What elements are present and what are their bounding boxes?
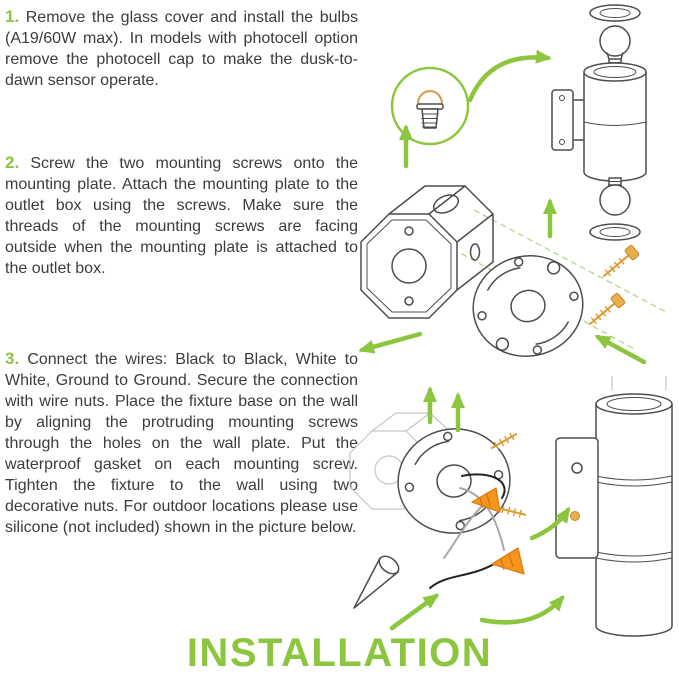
alignment-dashed-line — [473, 209, 667, 313]
illustration-fixture-bulbs — [390, 4, 647, 241]
plate-screw-icon — [570, 511, 580, 521]
outlet-box-icon — [360, 185, 494, 319]
silicone-tip-icon — [353, 555, 400, 609]
arrow-silicone-icon — [389, 593, 440, 631]
step-3-number: 3. — [5, 349, 20, 368]
arrow-curved-bottom-icon — [479, 594, 565, 625]
wire-nut-icon — [491, 547, 525, 575]
mounting-screw-icon — [589, 292, 626, 325]
wire-nut-icon — [471, 487, 501, 513]
step-3-text: Connect the wires: Black to Black, White… — [5, 351, 359, 536]
glass-cover-top-icon — [589, 4, 641, 22]
illustration-outlet-box-plate — [358, 185, 667, 365]
step-2: 2. Screw the two mounting screws onto th… — [5, 152, 358, 279]
step-1-text: Remove the glass cover and install the b… — [5, 9, 358, 89]
mounting-screw-icon — [603, 244, 640, 277]
wall-plate-icon — [555, 437, 599, 559]
step-1-number: 1. — [5, 7, 20, 26]
step-1: 1. Remove the glass cover and install th… — [5, 6, 358, 91]
arrow-screws-to-plate-icon — [594, 334, 647, 365]
bulb-bottom-icon — [599, 177, 631, 216]
protruding-screw-icon — [497, 505, 527, 518]
protruding-screw-icon — [491, 432, 518, 450]
glass-cover-bottom-icon — [589, 223, 641, 241]
arrow-to-wall-plate-icon — [529, 506, 571, 541]
mounting-plate-wired-icon — [397, 428, 511, 534]
bulb-top-icon — [599, 25, 631, 67]
step-3: 3. Connect the wires: Black to Black, Wh… — [5, 348, 358, 538]
wall-guide-line — [611, 376, 667, 391]
step-2-text: Screw the two mounting screws onto the m… — [5, 155, 359, 277]
step-2-number: 2. — [5, 153, 20, 172]
arrow-plate-to-box-icon — [358, 331, 423, 354]
wall-bracket-icon — [551, 89, 585, 151]
page-title: INSTALLATION — [186, 631, 493, 675]
fixture-cylinder-large-icon — [595, 393, 673, 637]
arrow-curved-to-fixture-icon — [467, 49, 552, 103]
photocell-detail-icon — [390, 66, 470, 146]
wires-icon — [429, 473, 506, 589]
alignment-dashed-line — [443, 243, 637, 351]
mounting-plate-icon — [472, 255, 584, 357]
illustration-wiring-mounting — [349, 376, 673, 637]
